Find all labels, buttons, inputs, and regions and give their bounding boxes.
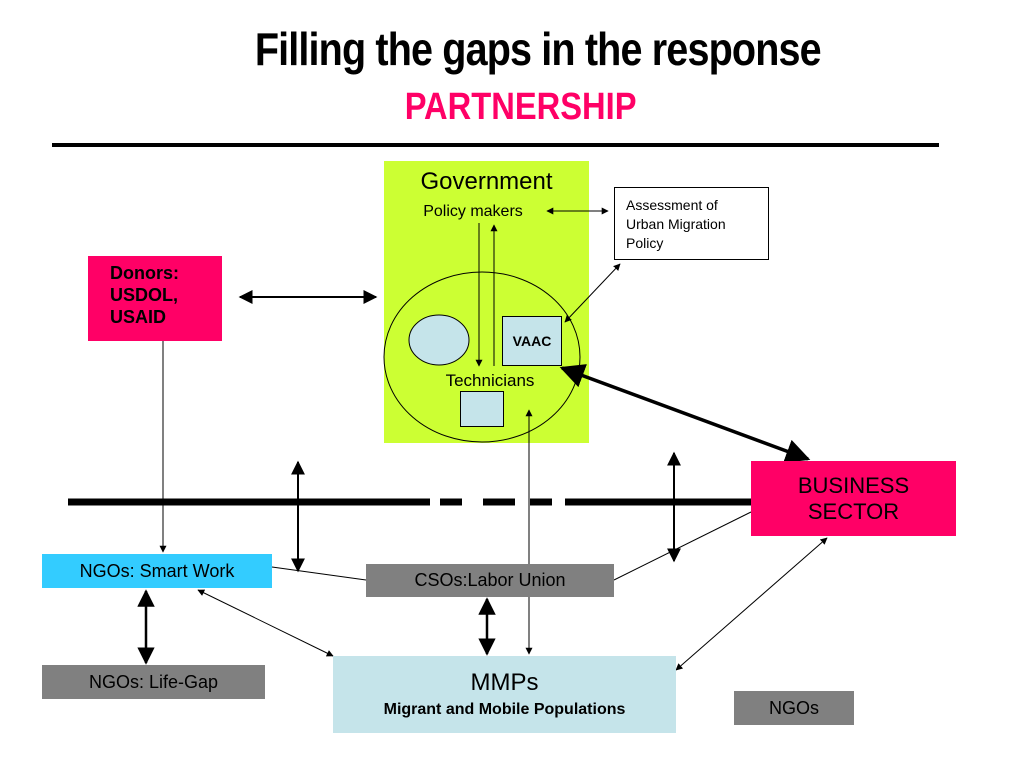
ngos-smart-work-box: NGOs: Smart Work — [42, 554, 272, 588]
page-subtitle: PARTNERSHIP — [404, 86, 637, 128]
business-line: BUSINESS — [797, 472, 910, 498]
business-mmps-arrow — [675, 537, 828, 671]
assessment-line: Urban Migration — [626, 216, 726, 232]
donors-line: Donors: — [110, 263, 179, 283]
mmps-box: MMPs Migrant and Mobile Populations — [333, 656, 676, 733]
csos-labor-union-box: CSOs:Labor Union — [366, 564, 614, 597]
assessment-line: Policy — [626, 235, 664, 251]
csos-business-line — [613, 511, 752, 581]
policy-makers-label: Policy makers — [423, 203, 523, 220]
business-sector-box: BUSINESS SECTOR — [751, 461, 956, 536]
donors-line: USDOL, — [110, 285, 179, 305]
vaac-box: VAAC — [502, 316, 562, 366]
donors-line: USAID — [110, 307, 167, 327]
assessment-vaac-arrow — [564, 263, 621, 323]
business-line: SECTOR — [807, 498, 900, 524]
smartwork-mmps-arrow — [197, 589, 334, 657]
ngos-box: NGOs — [734, 691, 854, 725]
donors-box: Donors: USDOL, USAID — [88, 256, 222, 341]
mmps-subtitle: Migrant and Mobile Populations — [383, 700, 626, 718]
page-title: Filling the gaps in the response — [254, 23, 822, 75]
technicians-ellipse — [383, 271, 581, 443]
assessment-line: Assessment of — [626, 197, 718, 213]
vaac-business-arrow — [559, 364, 811, 463]
assessment-box: Assessment of Urban Migration Policy — [614, 187, 769, 260]
title-divider — [52, 143, 939, 147]
mmps-title: MMPs — [470, 668, 539, 696]
oval-shape — [408, 314, 470, 366]
technicians-label: Technicians — [445, 371, 535, 390]
government-label: Government — [420, 168, 553, 195]
smartwork-csos-line — [271, 566, 367, 581]
small-square-shape — [460, 391, 504, 427]
ngos-life-gap-box: NGOs: Life-Gap — [42, 665, 265, 699]
